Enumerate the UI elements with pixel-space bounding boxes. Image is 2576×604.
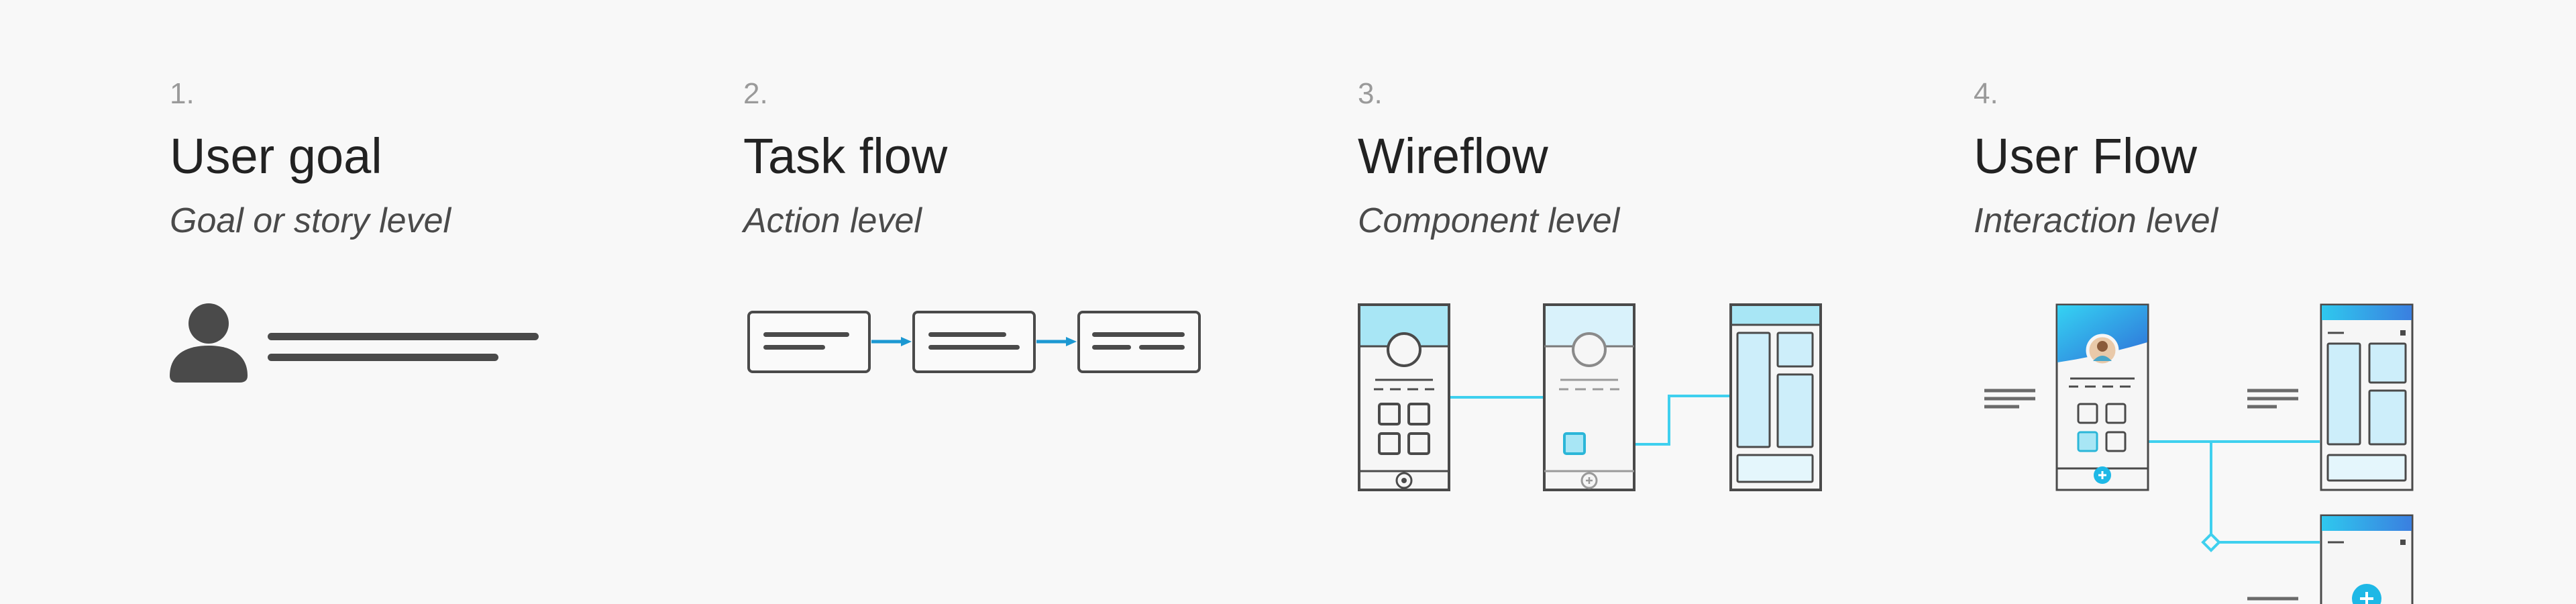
user-flow-screen: [2055, 303, 2149, 491]
step-title: Task flow: [743, 128, 948, 184]
task-box: [912, 311, 1036, 373]
user-goal-illustration: [170, 303, 539, 383]
step-number: 4.: [1974, 77, 1998, 110]
step-title: User goal: [170, 128, 382, 184]
arrow-icon: [871, 337, 912, 346]
wireframe-screen: [1358, 303, 1450, 491]
task-box: [1077, 311, 1201, 373]
task-flow-illustration: [747, 311, 1201, 373]
step-subtitle: Component level: [1358, 201, 1620, 240]
wireframe-screen: [1729, 303, 1822, 491]
step-number: 1.: [170, 77, 195, 110]
decision-diamond-icon: [2201, 532, 2221, 552]
step-subtitle: Action level: [743, 201, 922, 240]
step-task-flow: 2. Task flow Action level: [743, 0, 1280, 604]
user-flow-illustration: [1984, 303, 2414, 604]
step-title: User Flow: [1974, 128, 2198, 184]
step-number: 3.: [1358, 77, 1383, 110]
connector-line: [2210, 442, 2320, 544]
user-flow-screen: [2320, 514, 2414, 604]
text-lines: [2247, 389, 2298, 409]
text-line: [268, 354, 498, 361]
step-user-goal: 1. User goal Goal or story level: [170, 0, 706, 604]
step-wireflow: 3. Wireflow Component level: [1358, 0, 1894, 604]
step-number: 2.: [743, 77, 768, 110]
step-title: Wireflow: [1358, 128, 1548, 184]
task-box: [747, 311, 871, 373]
user-icon: [170, 303, 248, 383]
user-flow-screen: [2320, 303, 2414, 491]
text-line: [268, 333, 539, 340]
step-subtitle: Goal or story level: [170, 201, 451, 240]
text-lines: [1984, 389, 2035, 409]
wireflow-illustration: [1358, 303, 1822, 491]
wireframe-screen: [1543, 303, 1635, 491]
step-subtitle: Interaction level: [1974, 201, 2218, 240]
step-user-flow: 4. User Flow Interaction level: [1974, 0, 2510, 604]
arrow-icon: [1036, 337, 1077, 346]
